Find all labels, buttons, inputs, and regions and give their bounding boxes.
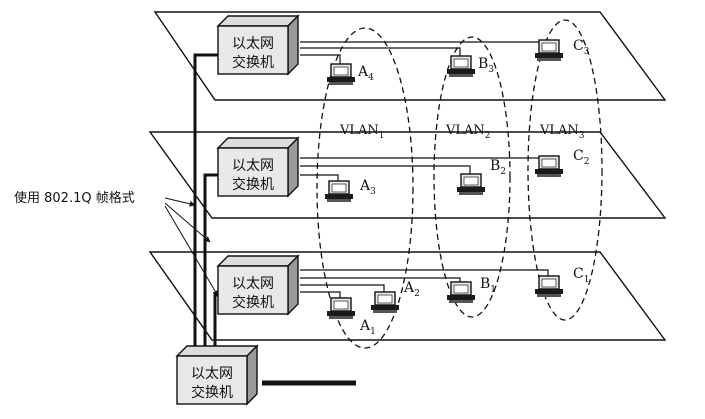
cable-mid-b2	[300, 165, 471, 176]
pc-b2-icon	[456, 173, 486, 196]
cable-bot-a2	[300, 284, 385, 294]
label-arrow-3	[164, 205, 219, 297]
label-c3: C3	[573, 38, 590, 57]
pc-c1-icon	[534, 275, 564, 298]
switch-bottom-label-2: 交换机	[232, 294, 274, 311]
switch-top-label-2: 交换机	[232, 54, 274, 71]
switch-bottom-label-1: 以太网	[232, 276, 274, 292]
label-b1: B1	[480, 276, 496, 295]
label-b3: B3	[478, 56, 494, 75]
frame-format-label: 使用 802.1Q 帧格式	[14, 190, 135, 206]
cable-top-a4	[300, 54, 341, 66]
switch-top-label-1: 以太网	[232, 36, 274, 52]
label-a1: A1	[359, 318, 376, 337]
pc-b3-icon	[446, 55, 476, 78]
switch-middle-label-2: 交换机	[232, 176, 274, 193]
label-a3: A3	[359, 178, 376, 197]
label-a4: A4	[357, 64, 374, 83]
switch-bottom: 以太网 交换机	[217, 255, 299, 315]
vlan3-label: VLAN3	[539, 123, 585, 141]
vlan2-region	[433, 36, 511, 318]
label-b2: B2	[490, 158, 506, 177]
cable-top-b3	[300, 47, 461, 58]
label-arrow-2	[164, 202, 211, 243]
pc-a4-icon	[326, 63, 356, 86]
pc-a1-icon	[326, 297, 356, 320]
vlan3-region	[527, 19, 603, 321]
pc-b1-icon	[446, 281, 476, 304]
switch-middle-label-1: 以太网	[232, 158, 274, 174]
label-arrow-1	[164, 197, 196, 207]
label-c1: C1	[573, 266, 589, 285]
pc-c3-icon	[534, 39, 564, 62]
switch-backbone: 以太网 交换机	[176, 345, 258, 405]
switch-top: 以太网 交换机	[217, 15, 299, 75]
switch-middle: 以太网 交换机	[217, 137, 299, 197]
pc-c2-icon	[534, 155, 564, 178]
trunk-to-top	[193, 53, 228, 350]
vlan1-region	[316, 27, 414, 349]
pc-a3-icon	[324, 180, 354, 203]
label-c2: C2	[573, 148, 589, 167]
label-a2: A2	[403, 280, 420, 299]
vlan1-label: VLAN1	[339, 123, 385, 141]
pc-a2-icon	[370, 291, 400, 314]
vlan2-label: VLAN2	[445, 123, 491, 141]
switch-backbone-label-2: 交换机	[191, 384, 233, 401]
switch-backbone-label-1: 以太网	[191, 366, 233, 382]
